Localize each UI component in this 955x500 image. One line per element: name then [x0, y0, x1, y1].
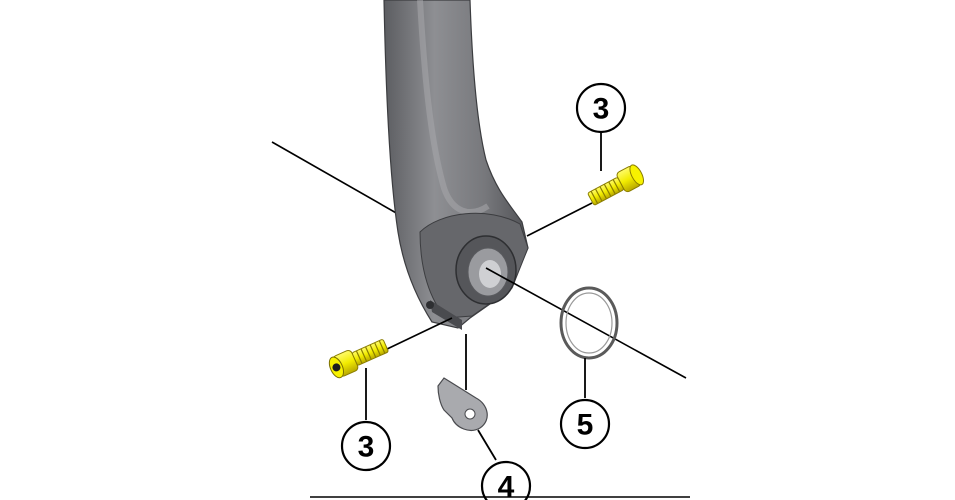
bolt-upper [587, 164, 645, 206]
callout-ring-label: 5 [577, 409, 594, 442]
axis-line-right [485, 267, 687, 379]
bolt-lower-leader [384, 317, 453, 351]
crank-arm-clamp [430, 300, 462, 330]
axis-line-left [271, 141, 399, 215]
spline-bore-hole [479, 260, 501, 288]
callout-bolt-upper-label: 3 [593, 93, 610, 126]
callout-bolt-upper: 3 [575, 82, 627, 134]
callout-plate-leader-2 [477, 429, 497, 461]
ring-outer [559, 286, 619, 360]
callout-bolt-lower: 3 [340, 420, 392, 472]
bolt-lower [328, 339, 389, 379]
callout-plate: 4 [480, 460, 532, 500]
callout-bolt-lower-label: 3 [358, 431, 375, 464]
crank-arm [383, 0, 529, 330]
ring-inner [565, 292, 613, 354]
bolt-upper-leader [526, 202, 593, 237]
callout-plate-label: 4 [498, 471, 515, 500]
callout-ring: 5 [559, 398, 611, 450]
plate-hole [464, 408, 476, 420]
crank-arm-ridge [417, 0, 490, 215]
plate-shape [437, 377, 488, 431]
ring [559, 286, 619, 360]
plate [437, 377, 488, 431]
clamp-bolt-hole [426, 301, 434, 309]
